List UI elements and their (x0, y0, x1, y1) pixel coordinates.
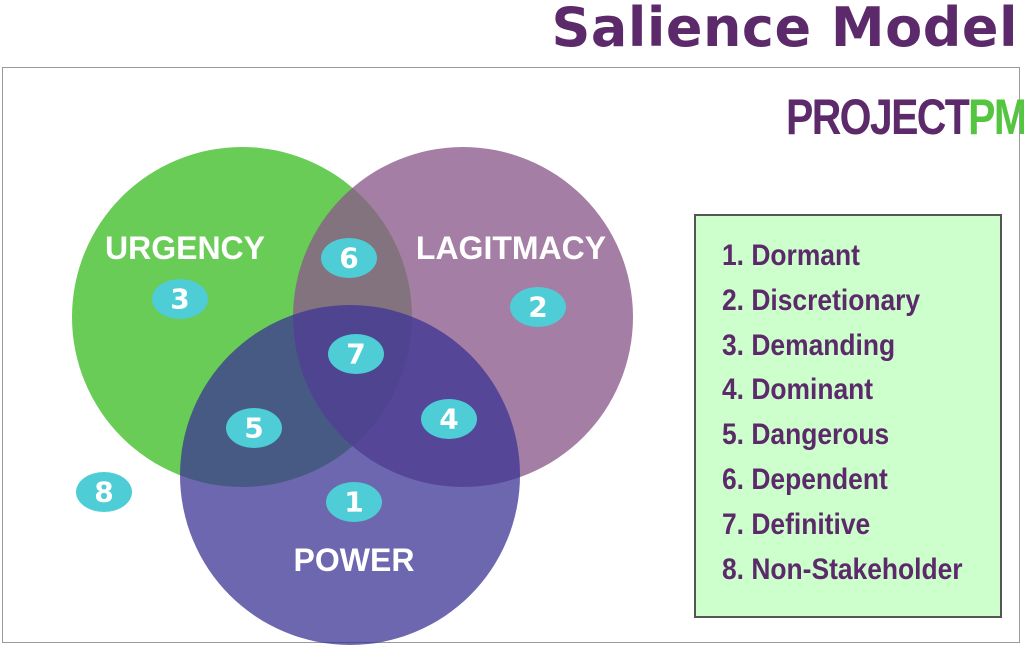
legend-item: 3. Demanding (722, 328, 896, 362)
legend-item: 7. Definitive (722, 507, 871, 541)
legend-box: 1. Dormant 2. Discretionary 3. Demanding… (694, 214, 1002, 618)
legend-item: 4. Dominant (722, 373, 874, 407)
legend-list: 1. Dormant 2. Discretionary 3. Demanding… (722, 234, 1000, 592)
page-title: Salience Model (551, 0, 1018, 59)
power-circle (180, 305, 520, 645)
badge-4: 4 (421, 399, 477, 439)
legend-item: 8. Non-Stakeholder (722, 552, 963, 586)
legitimacy-label: LAGITMACY (416, 230, 606, 266)
svg-text:2: 2 (528, 291, 547, 324)
badge-1: 1 (326, 482, 382, 522)
projectpm-logo: PROJECTPM (786, 88, 1024, 146)
svg-text:6: 6 (339, 242, 358, 275)
svg-text:5: 5 (244, 412, 263, 445)
legend-item: 6. Dependent (722, 462, 888, 496)
badge-7: 7 (328, 334, 384, 374)
diagram-frame (2, 67, 1020, 643)
svg-text:7: 7 (346, 338, 365, 371)
legend-item: 2. Discretionary (722, 283, 921, 317)
svg-text:8: 8 (94, 476, 113, 509)
logo-accent-text: PM (968, 89, 1024, 145)
badge-5: 5 (226, 408, 282, 448)
badge-8: 8 (76, 472, 132, 512)
legend-item: 5. Dangerous (722, 418, 890, 452)
svg-text:1: 1 (344, 486, 363, 519)
badge-3: 3 (152, 279, 208, 319)
badge-2: 2 (510, 287, 566, 327)
badge-6: 6 (321, 238, 377, 278)
power-label: POWER (294, 542, 415, 578)
svg-text:3: 3 (170, 283, 189, 316)
legend-item: 1. Dormant (722, 239, 860, 272)
urgency-label: URGENCY (105, 230, 265, 266)
logo-main-text: PROJECT (786, 89, 970, 145)
svg-text:4: 4 (439, 403, 458, 436)
